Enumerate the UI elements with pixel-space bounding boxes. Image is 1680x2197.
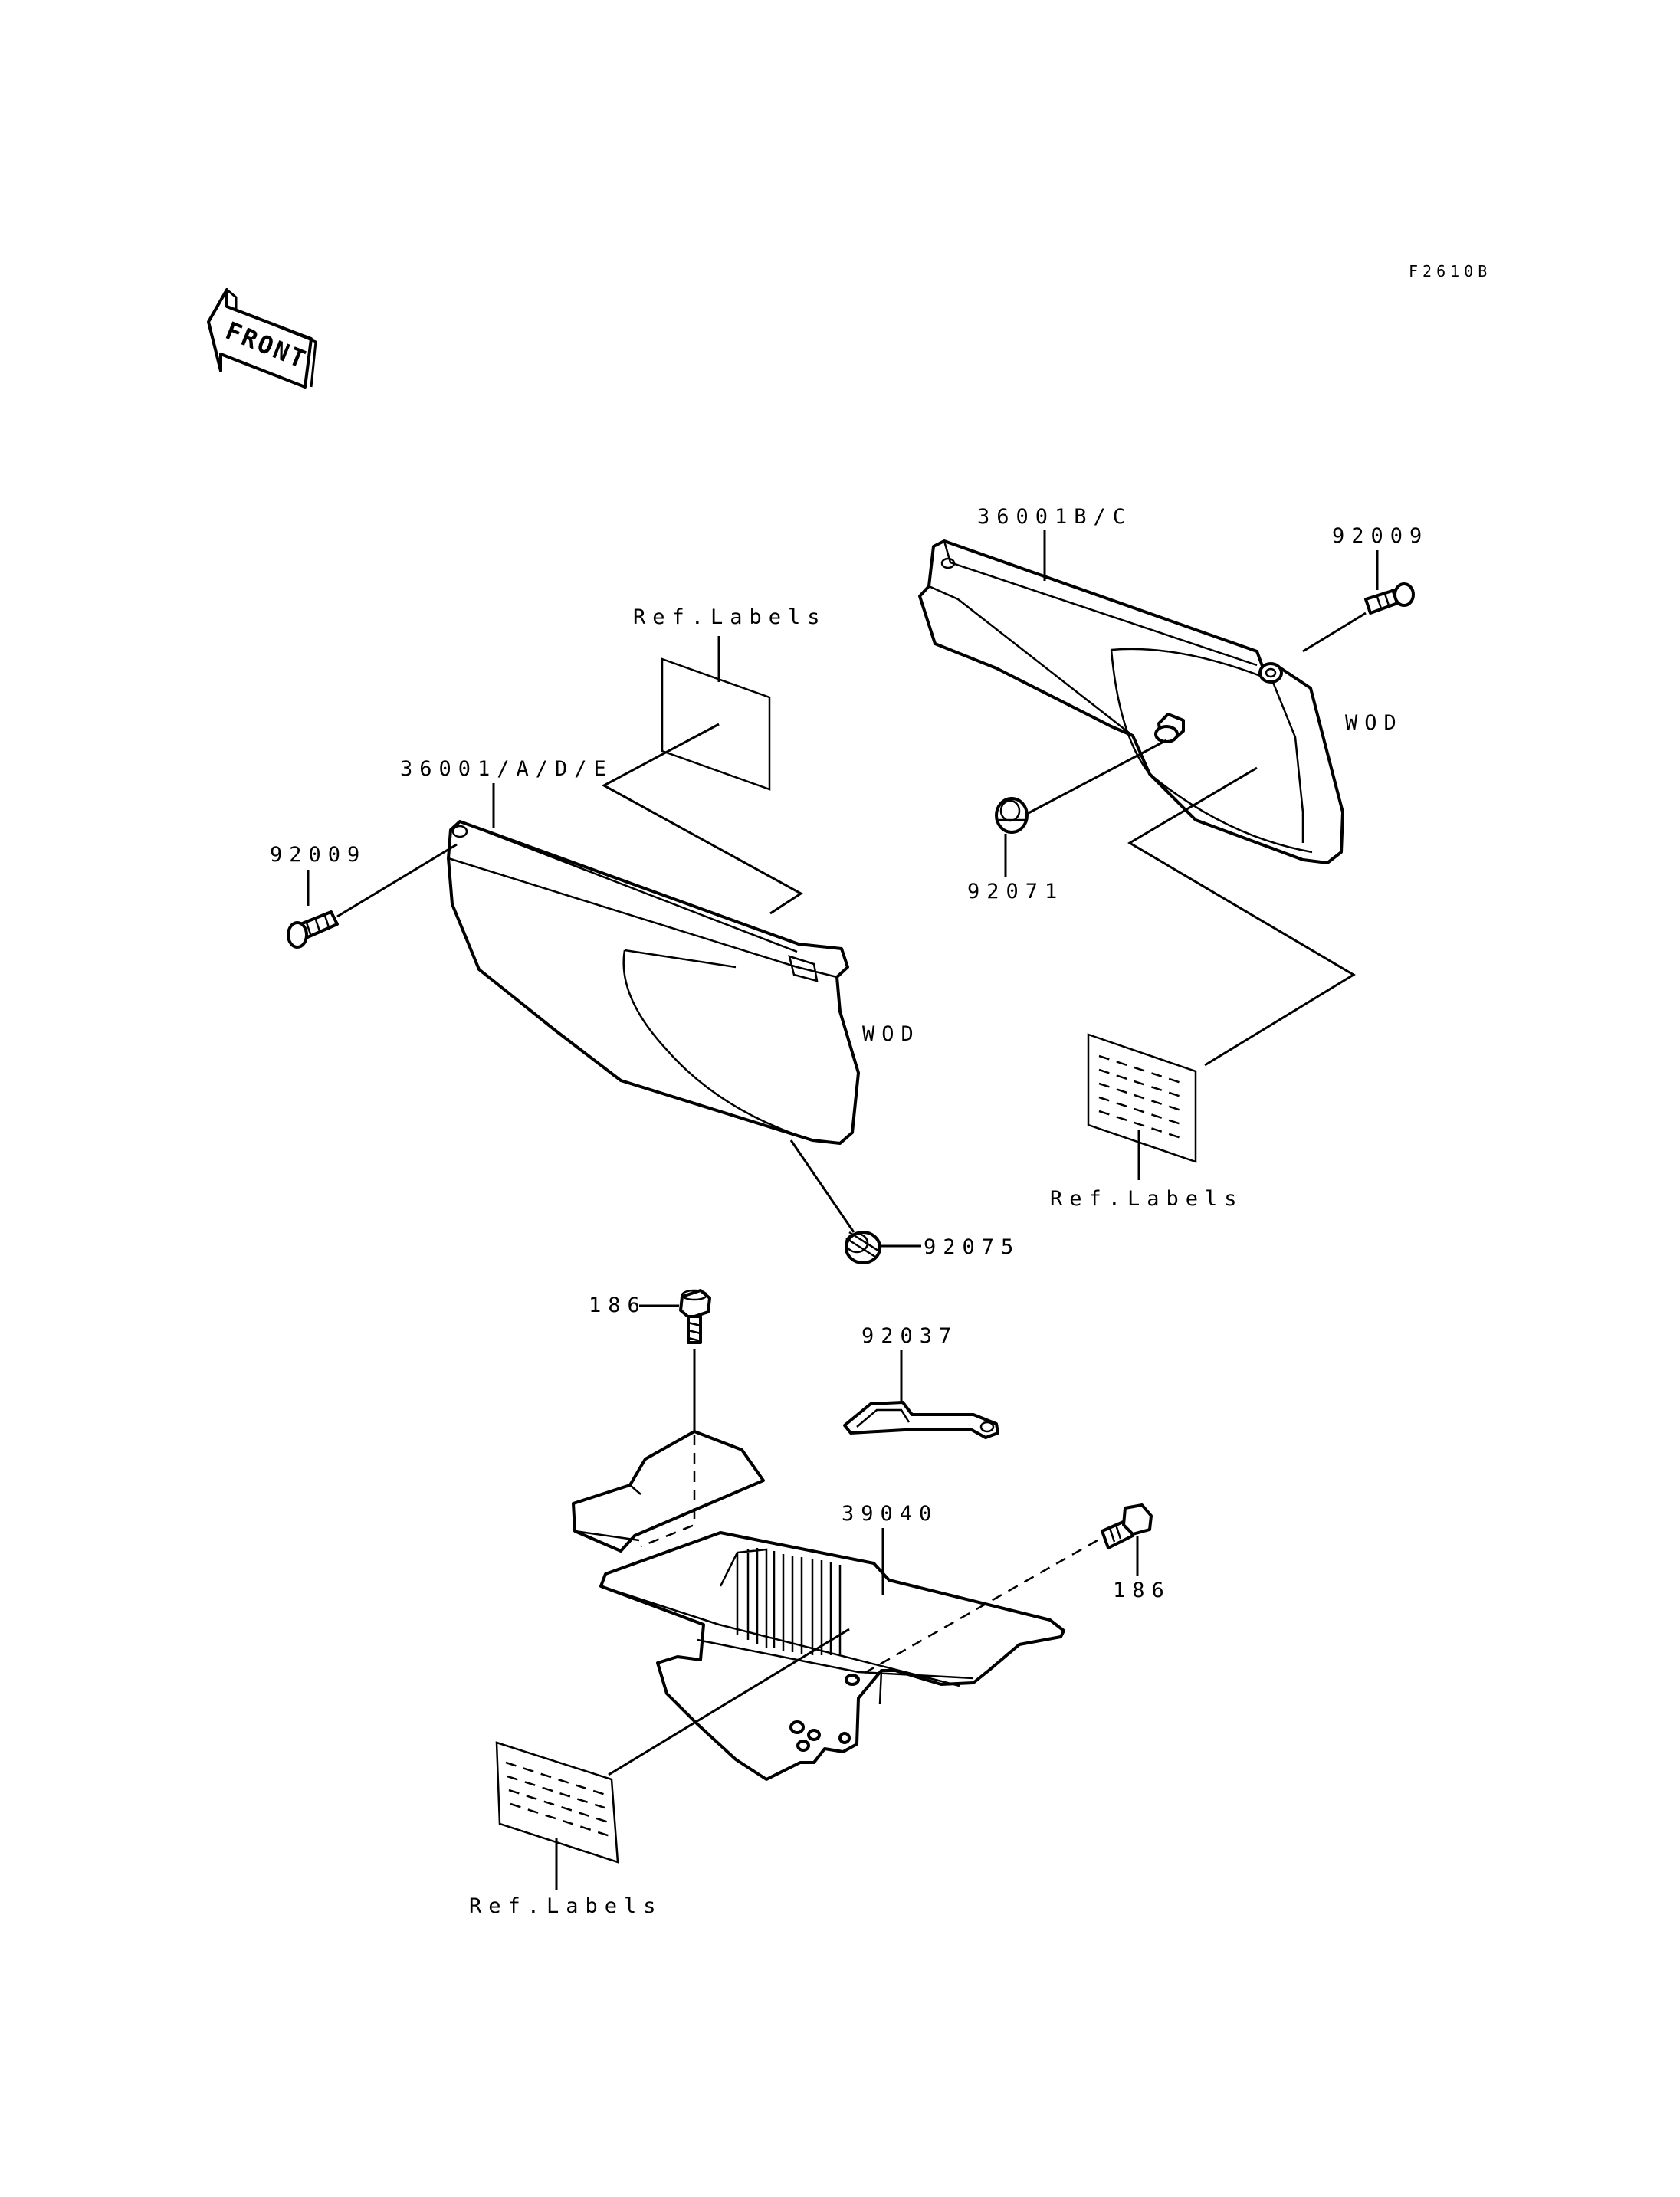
bolt-186-upper [679, 1289, 711, 1344]
callout-36001b-c: 36001B/C [977, 505, 1132, 529]
screw-92009-right [1364, 582, 1415, 615]
callout-39040: 39040 [842, 1502, 938, 1526]
callout-ref-labels-top: Ref.Labels [633, 605, 827, 629]
callout-wod-left: WOD [862, 1022, 920, 1046]
leader-92075-from-cover [789, 1139, 855, 1233]
ref-label-top [661, 657, 771, 791]
bracket-92037 [843, 1401, 999, 1439]
callout-wod-right: WOD [1345, 711, 1403, 735]
leader-ref-labels-bottom-to-guard [608, 1628, 850, 1776]
callout-186-upper: 186 [589, 1294, 647, 1317]
front-arrow-icon: FRONT [207, 288, 317, 389]
grommet-92071 [995, 797, 1029, 834]
ref-label-bottom [495, 1741, 619, 1864]
callout-92075: 92075 [924, 1235, 1020, 1259]
leader-ref-labels-right-to-cover [1127, 766, 1356, 1067]
side-cover-right [918, 539, 1344, 864]
callout-92009-right: 92009 [1332, 524, 1429, 548]
bolt-path-right [855, 1539, 1098, 1680]
leader-92009-right-to-cover [1302, 612, 1367, 653]
grommet-92075 [845, 1231, 881, 1264]
callout-ref-labels-bottom: Ref.Labels [469, 1894, 663, 1918]
callout-92037: 92037 [861, 1324, 958, 1348]
callout-ref-labels-right: Ref.Labels [1050, 1187, 1244, 1211]
guard-ribs [719, 1548, 842, 1655]
chain-guard-39040 [572, 1430, 1065, 1781]
leader-92009-left-to-cover [336, 843, 458, 918]
callout-36001-a-d-e: 36001/A/D/E [400, 757, 613, 781]
bolt-186-right [1101, 1503, 1153, 1549]
screw-92009-left [287, 910, 339, 949]
figure-code: F2610B [1409, 262, 1491, 280]
callout-92071: 92071 [967, 880, 1064, 903]
bolt-path-upper [640, 1435, 696, 1548]
leader-92071-to-cover [1026, 739, 1167, 815]
leader-ref-labels-top-to-cover [601, 723, 803, 915]
callout-92009-left: 92009 [270, 843, 366, 867]
callout-186-right: 186 [1113, 1579, 1171, 1602]
side-cover-left [447, 820, 860, 1145]
ref-label-right [1087, 1033, 1197, 1163]
